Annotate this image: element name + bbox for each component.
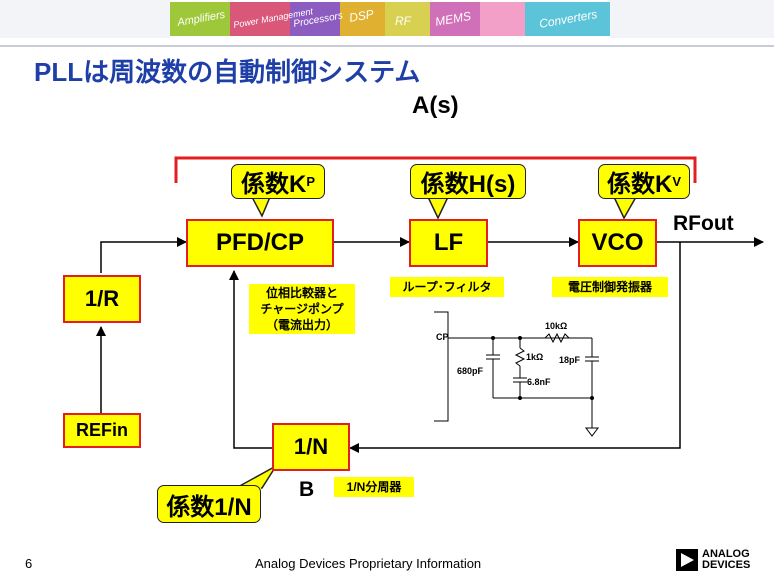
callout-n: 係数1/N [157, 485, 261, 523]
header-banner: Amplifiers Power Management Processors D… [0, 0, 774, 38]
callout-kv-text: 係数K [606, 171, 673, 198]
lf-description: ループ･フィルタ [390, 277, 504, 297]
callout-pointer [250, 196, 272, 218]
feedback-line [349, 242, 681, 453]
schematic-c1-label: 680pF [457, 366, 484, 376]
n-to-pfd-line [229, 270, 272, 449]
logo-line: ANALOG [702, 548, 750, 560]
callout-h: 係数H(s) [410, 164, 526, 199]
n-divider-block: 1/N [272, 423, 350, 471]
callout-pointer [612, 196, 638, 220]
logo-triangle-icon [676, 549, 698, 571]
page-number: 6 [25, 556, 33, 571]
callout-kp-subscript: P [306, 174, 315, 189]
r-divider-block: 1/R [63, 275, 141, 323]
company-logo: ANALOG DEVICES [676, 549, 750, 571]
ref-input-block: REFin [63, 413, 141, 448]
vco-block: VCO [578, 219, 657, 267]
schematic-c2-label: 6.8nF [527, 377, 551, 387]
schematic-c3-label: 18pF [559, 355, 581, 365]
b-label: B [299, 478, 315, 501]
page-title: PLLは周波数の自動制御システム [34, 57, 421, 87]
loop-filter-schematic [434, 311, 599, 437]
schematic-r2-label: 10kΩ [545, 321, 568, 331]
loop-filter-block: LF [409, 219, 488, 267]
logo-text: ANALOG DEVICES [702, 549, 750, 571]
loop-gain-bracket [174, 156, 697, 183]
schematic-cp-label: CP [436, 332, 449, 342]
logo-line: DEVICES [702, 559, 751, 571]
callout-pointer [426, 196, 450, 220]
loop-gain-label: A(s) [412, 92, 459, 119]
callout-kv-subscript: V [672, 174, 681, 189]
pfd-description-line: 位相比較器と [265, 286, 338, 300]
banner-word: MEMS [434, 9, 472, 29]
banner-word: DSP [348, 7, 375, 25]
footer-info: Analog Devices Proprietary Information [255, 556, 482, 571]
banner-word: RF [395, 14, 412, 28]
pfd-description: 位相比較器と チャージポンプ （電流出力） [249, 284, 355, 334]
n-description: 1/N分周器 [334, 477, 414, 497]
pfd-cp-block: PFD/CP [186, 219, 334, 267]
pfd-description-line: （電流出力） [265, 318, 338, 332]
title-rule [0, 45, 774, 47]
output-label: RFout [673, 212, 734, 235]
r-to-pfd-line [100, 237, 187, 273]
vco-description: 電圧制御発振器 [552, 277, 668, 297]
schematic-r1-label: 1kΩ [526, 352, 544, 362]
callout-kp-text: 係数K [240, 171, 307, 198]
pfd-description-line: チャージポンプ [260, 302, 344, 316]
